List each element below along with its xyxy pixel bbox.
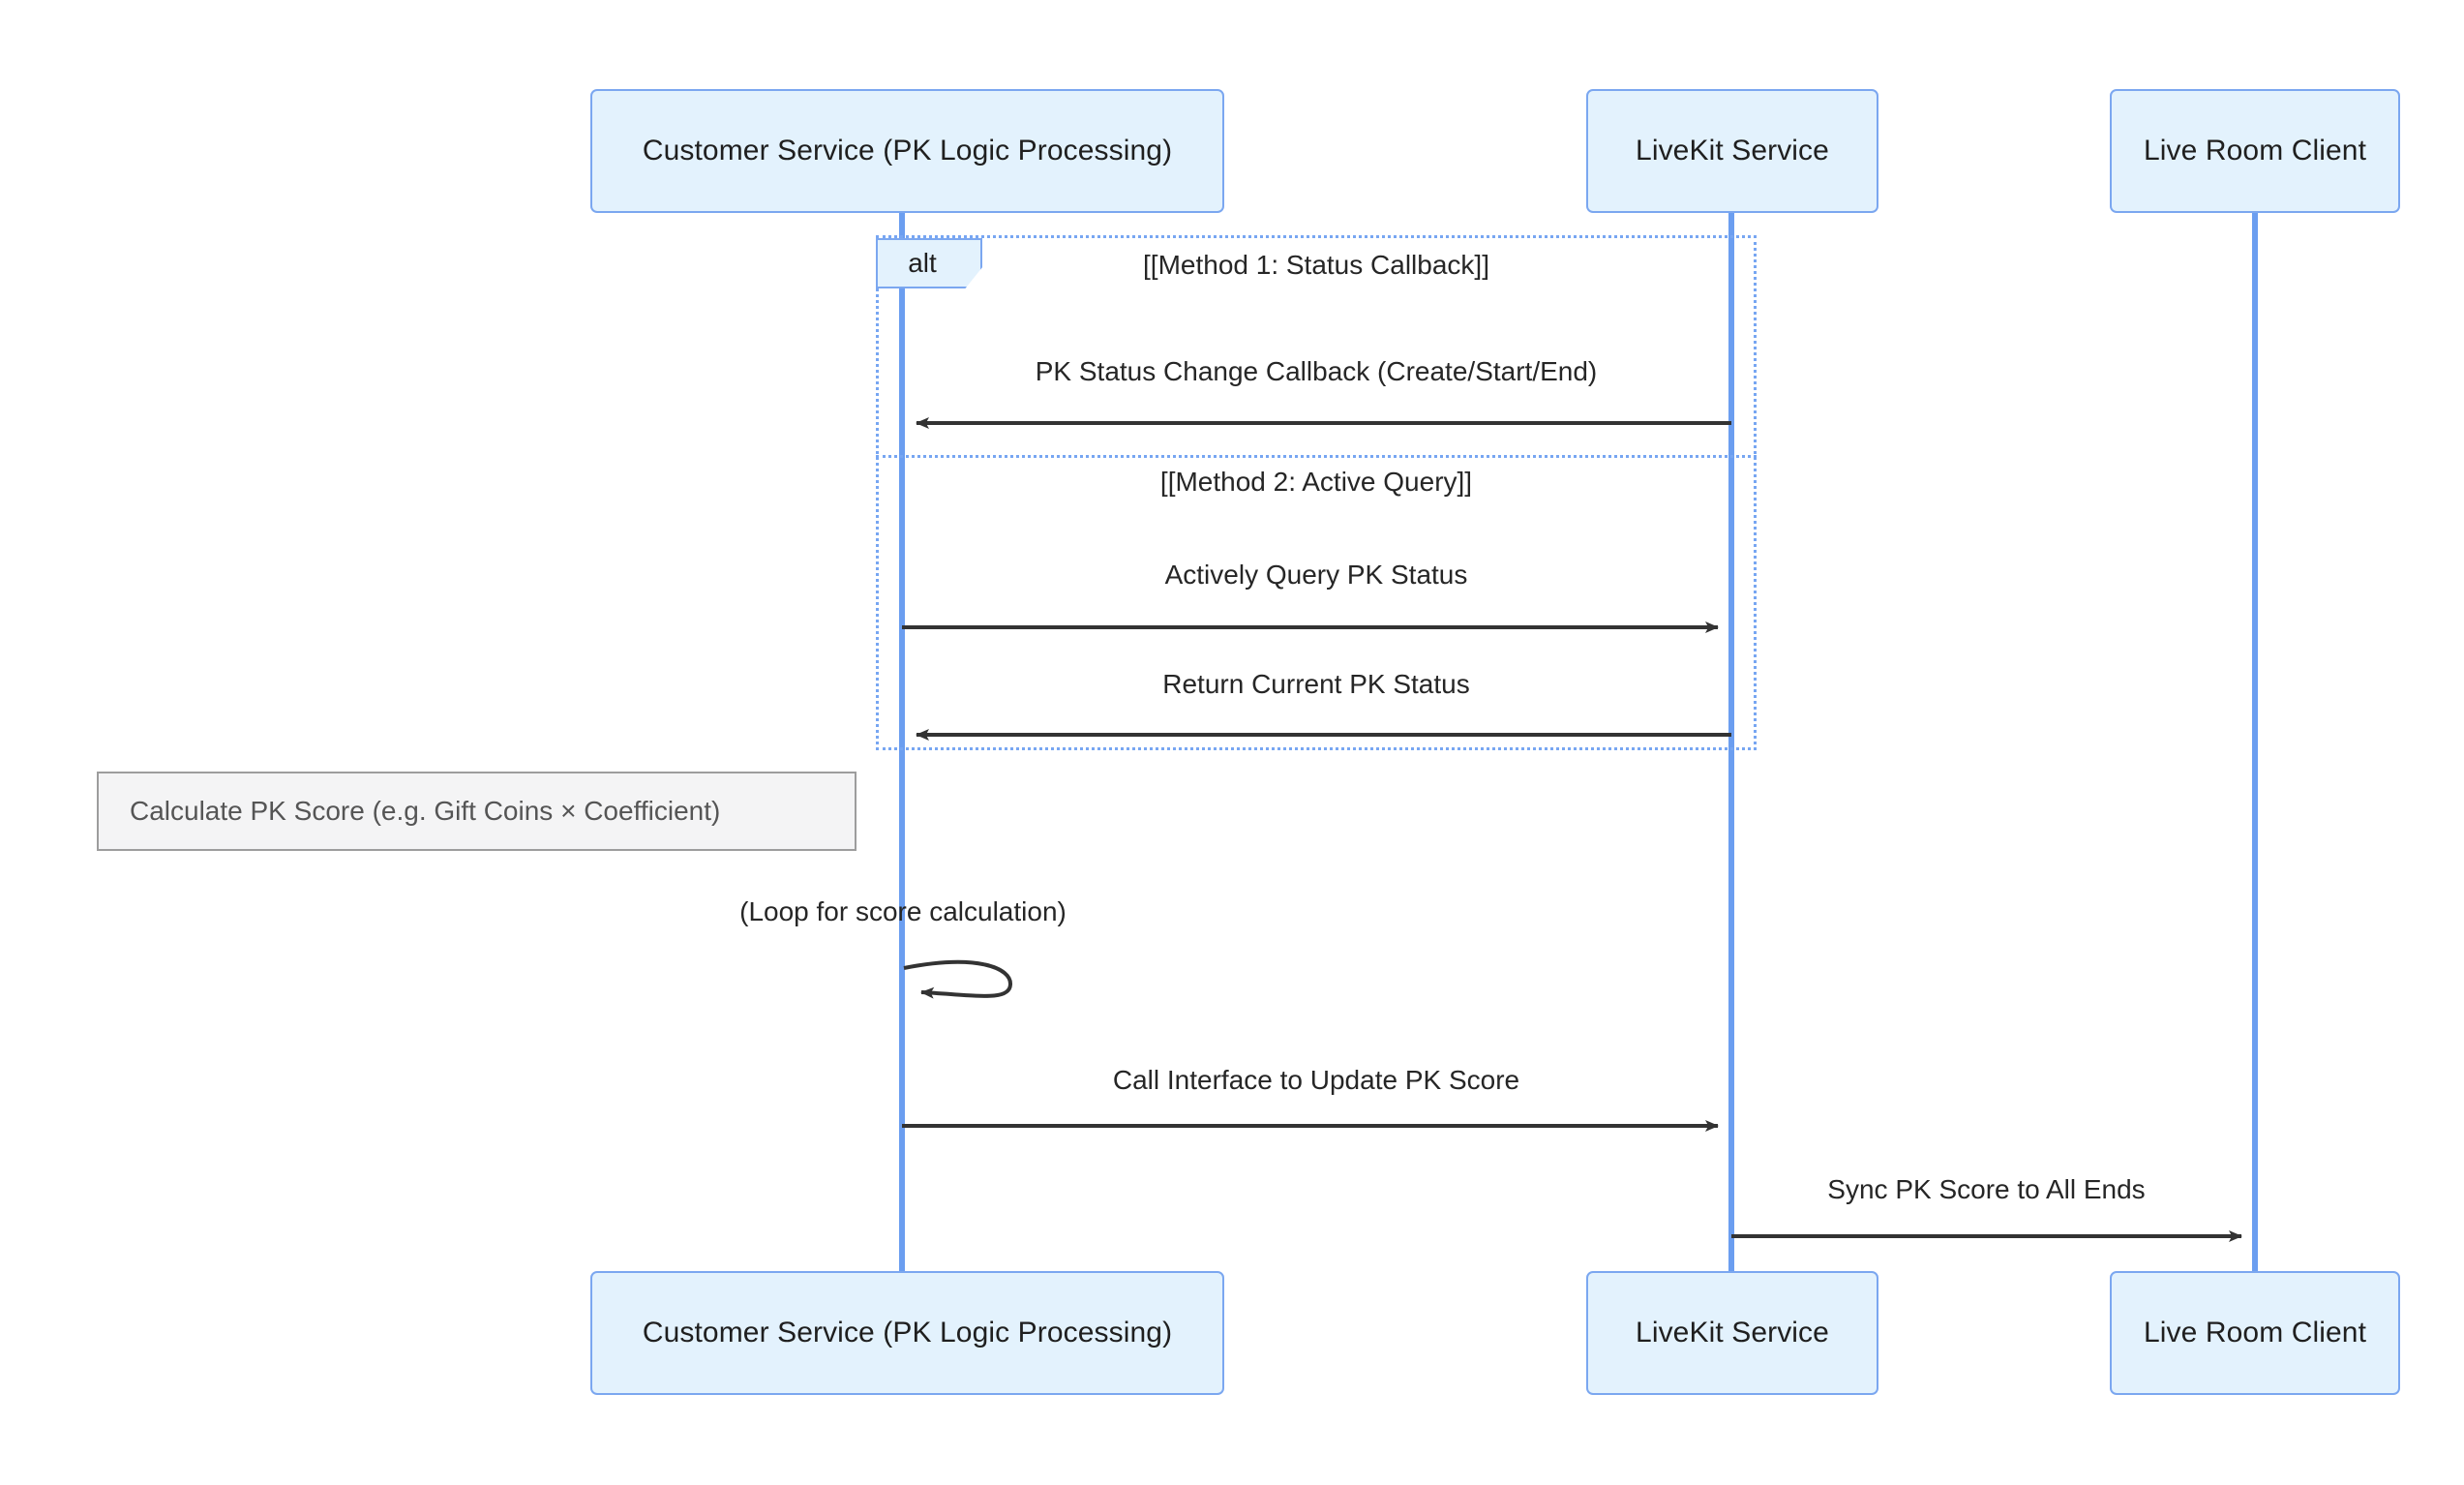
note-calculate-pk-score: Calculate PK Score (e.g. Gift Coins × Co…: [97, 772, 856, 851]
participant-label-customer-service-top: Customer Service (PK Logic Processing): [642, 135, 1173, 167]
participant-label-live-room-client-top: Live Room Client: [2143, 135, 2367, 167]
participant-box-customer-service-top[interactable]: Customer Service (PK Logic Processing): [590, 89, 1224, 213]
message-label-sync-pk-score-to-all-ends: Sync PK Score to All Ends: [1827, 1174, 2146, 1204]
participant-box-live-room-client-top[interactable]: Live Room Client: [2110, 89, 2400, 213]
message-label-pk-status-change-callback: PK Status Change Callback (Create/Start/…: [1035, 356, 1598, 386]
alt-fragment-tab: alt: [876, 238, 982, 288]
alt-fragment-tab-label: alt: [908, 248, 937, 278]
participant-label-livekit-service-bottom: LiveKit Service: [1636, 1317, 1829, 1349]
participant-box-livekit-service-top[interactable]: LiveKit Service: [1586, 89, 1878, 213]
participant-label-customer-service-bottom: Customer Service (PK Logic Processing): [642, 1317, 1173, 1349]
alt-fragment-frame: [876, 235, 1757, 750]
participant-label-live-room-client-bottom: Live Room Client: [2143, 1317, 2367, 1349]
message-arrow-loop-for-score-calculation: [903, 959, 1012, 999]
message-label-call-interface-to-update-pk-score: Call Interface to Update PK Score: [1112, 1065, 1520, 1095]
participant-label-livekit-service-top: LiveKit Service: [1636, 135, 1829, 167]
message-label-loop-for-score-calculation: (Loop for score calculation): [739, 896, 1067, 926]
participant-box-customer-service-bottom[interactable]: Customer Service (PK Logic Processing): [590, 1271, 1224, 1395]
message-label-actively-query-pk-status: Actively Query PK Status: [1164, 560, 1468, 590]
participant-box-livekit-service-bottom[interactable]: LiveKit Service: [1586, 1271, 1878, 1395]
alt-section-label-method-1: [[Method 1: Status Callback]]: [1143, 250, 1489, 280]
alt-section-label-method-2: [[Method 2: Active Query]]: [1159, 467, 1473, 497]
message-label-return-current-pk-status: Return Current PK Status: [1162, 669, 1470, 699]
note-label-calculate-pk-score: Calculate PK Score (e.g. Gift Coins × Co…: [130, 796, 721, 826]
participant-box-live-room-client-bottom[interactable]: Live Room Client: [2110, 1271, 2400, 1395]
alt-fragment-section-divider: [876, 455, 1757, 458]
